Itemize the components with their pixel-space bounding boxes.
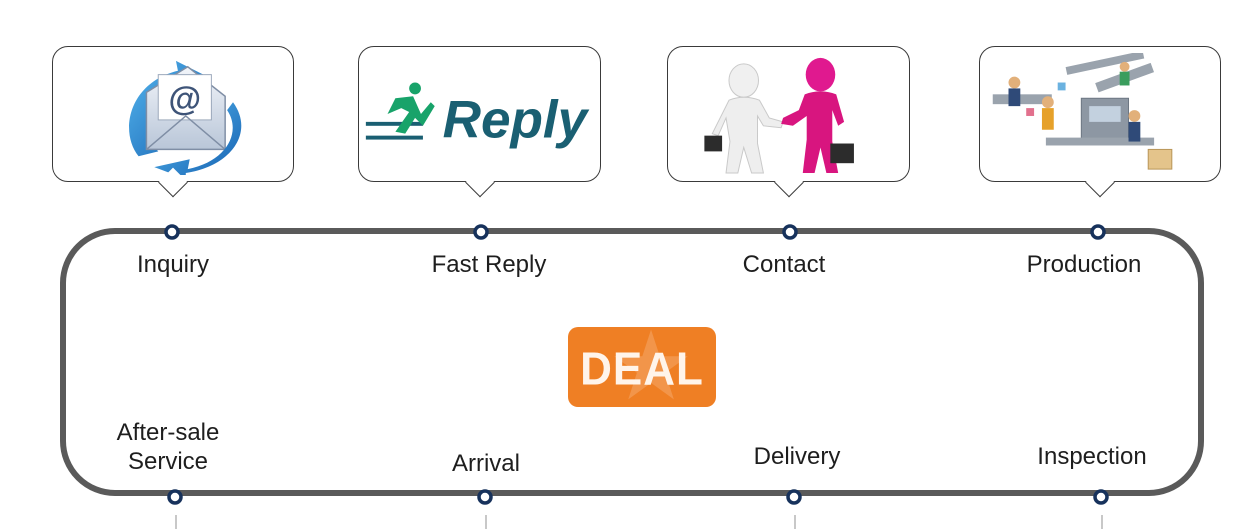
email-icon: @ (129, 60, 242, 175)
deal-badge-label: DEAL (580, 343, 704, 396)
after-sale-label-line1: After-sale (116, 419, 220, 446)
delivery-label: Delivery (753, 443, 841, 470)
after-sale-label-line2: Service (127, 448, 209, 475)
after-sale-label: After-sale Service (58, 418, 278, 476)
delivery-node (786, 489, 802, 505)
contact-label: Contact (742, 251, 826, 278)
arrival-label: Arrival (451, 450, 520, 477)
svg-text:@: @ (169, 81, 202, 118)
handshake-icon (704, 57, 854, 174)
inquiry-bubble: @ (52, 46, 294, 182)
contact-node (782, 224, 798, 240)
contact-bubble (667, 46, 910, 182)
production-bubble (979, 46, 1221, 182)
production-label: Production (1026, 251, 1142, 278)
inspection-node (1093, 489, 1109, 505)
inquiry-label: Inquiry (136, 251, 210, 278)
fast-reply-bubble: Reply (358, 46, 601, 182)
deal-badge: ★ DEAL (568, 327, 716, 407)
after-sale-node (167, 489, 183, 505)
arrival-node (477, 489, 493, 505)
fast-reply-node (473, 224, 489, 240)
production-node (1090, 224, 1106, 240)
factory-line-icon (992, 53, 1173, 170)
fast-reply-label: Fast Reply (431, 251, 547, 278)
inquiry-node (164, 224, 180, 240)
inspection-label: Inspection (1037, 443, 1147, 470)
reply-logo-text: Reply (443, 91, 590, 150)
reply-logo: Reply (365, 82, 590, 150)
